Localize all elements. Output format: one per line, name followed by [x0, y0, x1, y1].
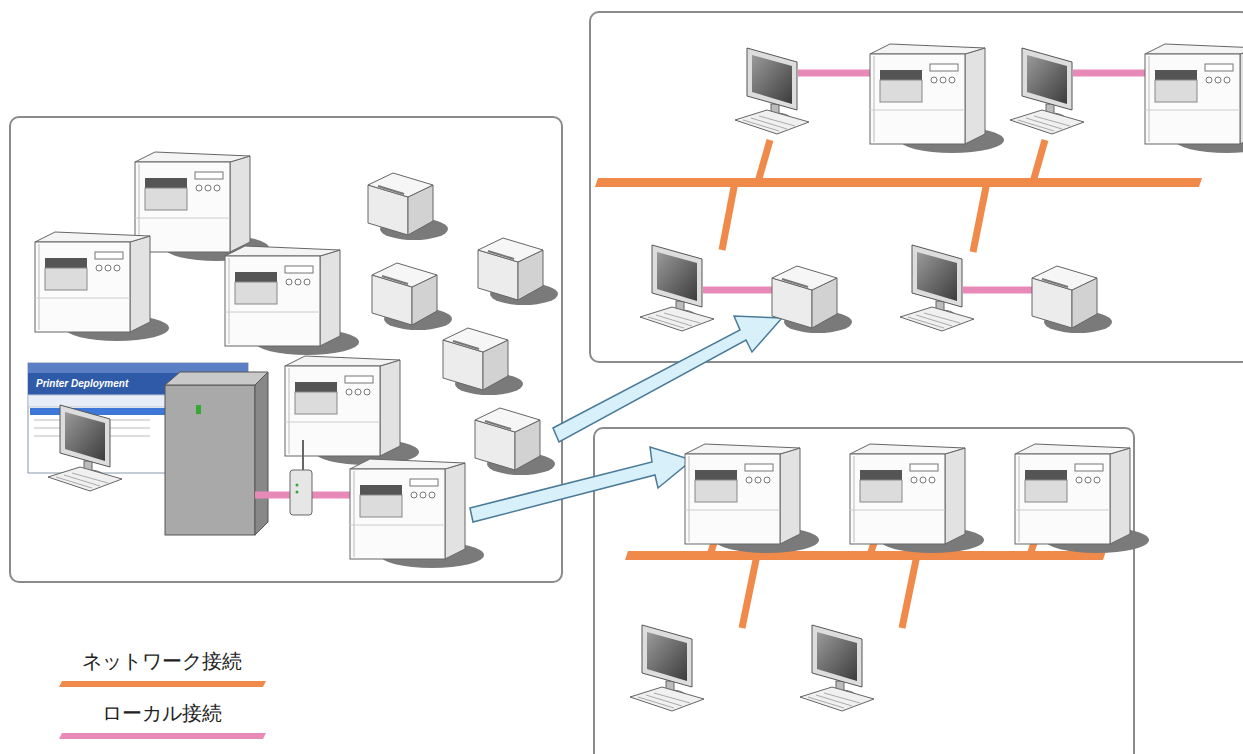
legend-line-sample [59, 681, 266, 687]
window-title: Printer Deployment [36, 378, 128, 389]
legend-line-sample [59, 733, 266, 739]
legend-label: ネットワーク接続 [82, 648, 242, 675]
legend-label: ローカル接続 [102, 700, 222, 727]
